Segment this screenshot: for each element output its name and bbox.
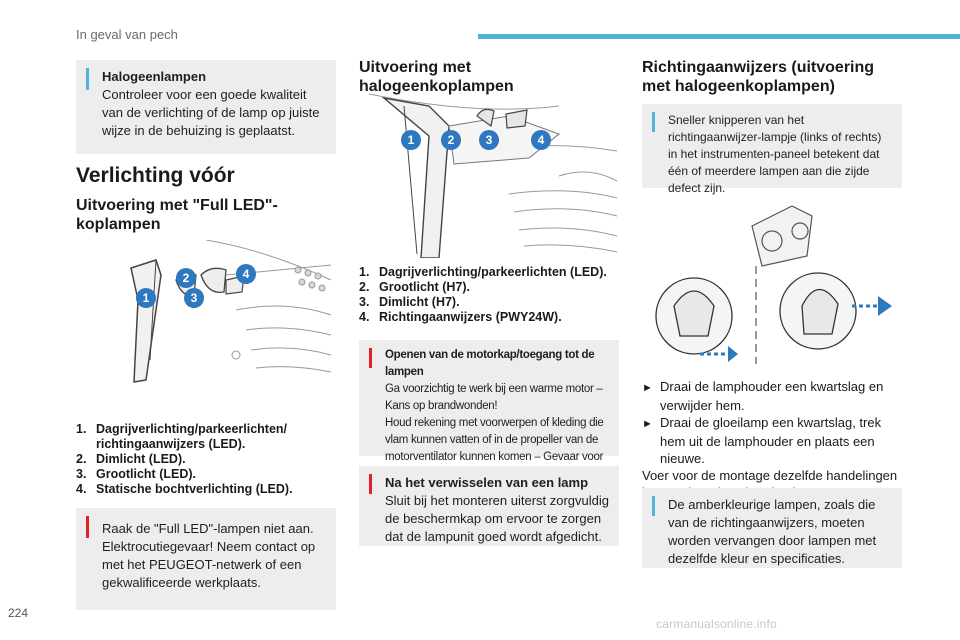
hood-warning-body-2: Houd rekening met voorwerpen of kleding …: [385, 417, 604, 480]
full-led-warning-box: Raak de "Full LED"-lampen niet aan. Elek…: [76, 508, 336, 610]
indicators-title: Richtingaanwijzers (uitvoering met halog…: [642, 59, 875, 95]
arrow-right-icon: ►: [642, 382, 653, 394]
info-icon: [86, 68, 89, 90]
replace-warning-body: Sluit bij het monteren uiterst zorgvuldi…: [385, 493, 610, 544]
list-item: ►Draai de gloeilamp een kwartslag, trek …: [642, 415, 882, 466]
halogen-headlamp-illustration: 1 2 3 4: [359, 86, 621, 259]
warning-icon: [369, 348, 372, 368]
footer-watermark: carmanualsonline.info: [656, 617, 777, 631]
callout-1: 1: [401, 130, 421, 150]
callout-1: 1: [136, 288, 156, 308]
indicators-steps: ►Draai de lamphouder een kwartslag en ve…: [642, 378, 904, 501]
callout-2: 2: [441, 130, 461, 150]
list-item: 4.Statische bochtverlichting (LED).: [76, 482, 293, 496]
callout-4: 4: [531, 130, 551, 150]
page-number: 224: [8, 606, 29, 620]
list-item: ►Draai de lamphouder een kwartslag en ve…: [642, 379, 884, 413]
callout-3: 3: [184, 288, 204, 308]
halogen-note-body: Controleer voor een goede kwaliteit van …: [102, 87, 320, 138]
hood-warning-title: Openen van de motorkap/toegang tot de la…: [385, 349, 595, 378]
amber-note: De amberkleurige lampen, zoals die van d…: [668, 497, 877, 566]
list-item: 2.Dimlicht (LED).: [76, 452, 186, 466]
hood-warning-body-1: Ga voorzichtig te werk bij een warme mot…: [385, 383, 603, 412]
amber-note-box: De amberkleurige lampen, zoals die van d…: [642, 488, 902, 568]
indicator-bulb-illustration: [642, 196, 904, 368]
callout-3: 3: [479, 130, 499, 150]
indicators-info: Sneller knipperen van het richtingaanwij…: [668, 113, 882, 195]
halogen-note-box: Halogeenlampen Controleer voor een goede…: [76, 60, 336, 154]
info-icon: [652, 112, 655, 132]
halogen-list: 1.Dagrijverlichting/parkeerlichten (LED)…: [359, 265, 619, 325]
halogen-title: Uitvoering met halogeenkoplampen: [359, 59, 514, 95]
arrow-right-icon: ►: [642, 418, 653, 430]
list-item: 3.Grootlicht (LED).: [76, 467, 196, 481]
full-led-warning: Raak de "Full LED"-lampen niet aan. Elek…: [102, 521, 316, 590]
full-led-title: Uitvoering met "Full LED"-koplampen: [76, 197, 278, 233]
warning-icon: [369, 474, 372, 494]
halogen-note-title: Halogeenlampen: [102, 69, 207, 84]
list-item: 1.Dagrijverlichting/parkeerlichten (LED)…: [359, 265, 607, 279]
section-title: In geval van pech: [76, 27, 178, 42]
list-item: 1.Dagrijverlichting/parkeerlichten/ rich…: [76, 422, 288, 451]
warning-icon: [86, 516, 89, 538]
info-icon: [652, 496, 655, 516]
hood-warning-box: Openen van de motorkap/toegang tot de la…: [359, 340, 619, 480]
list-item: 2.Grootlicht (H7).: [359, 280, 470, 294]
section-color-bar: [478, 34, 960, 39]
callout-2: 2: [176, 268, 196, 288]
list-item: 3.Dimlicht (H7).: [359, 295, 460, 309]
indicators-info-box: Sneller knipperen van het richtingaanwij…: [642, 104, 902, 195]
page-title: Verlichting vóór: [76, 164, 235, 187]
list-item: 4.Richtingaanwijzers (PWY24W).: [359, 310, 562, 324]
full-led-headlamp-illustration: 1 2 3 4: [76, 239, 336, 390]
replace-warning-title: Na het verwisselen van een lamp: [385, 475, 589, 490]
full-led-list: 1.Dagrijverlichting/parkeerlichten/ rich…: [76, 422, 326, 497]
replace-warning-box: Na het verwisselen van een lamp Sluit bi…: [359, 466, 619, 546]
callout-4: 4: [236, 264, 256, 284]
